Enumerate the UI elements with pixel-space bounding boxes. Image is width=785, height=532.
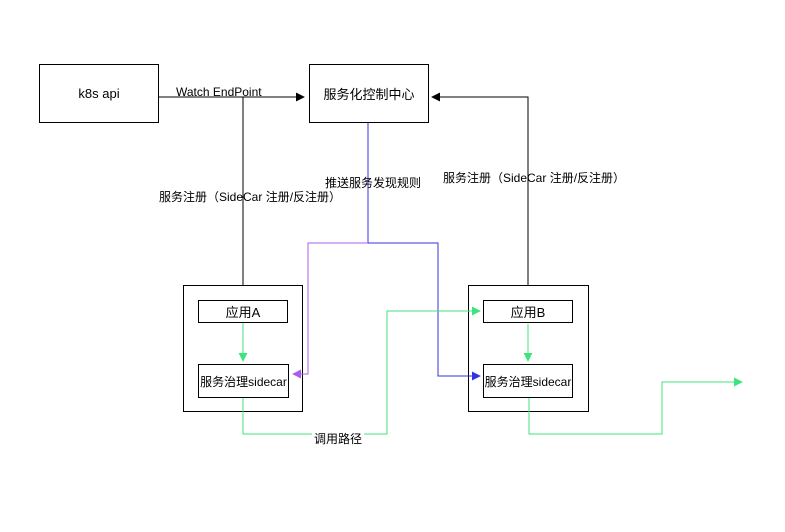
edge-label-call-path: 调用路径 (312, 430, 365, 447)
edge-label-register-right: 服务注册（SideCar 注册/反注册） (443, 171, 626, 185)
node-sidecar-a-label: 服务治理sidecar (200, 374, 287, 389)
node-sidecar-a: 服务治理sidecar (198, 364, 289, 398)
node-control-center: 服务化控制中心 (309, 64, 429, 123)
edge-label-watch-endpoint: Watch EndPoint (176, 85, 262, 99)
node-app-a-label: 应用A (225, 305, 261, 320)
node-control-center-label: 服务化控制中心 (323, 87, 415, 102)
node-sidecar-b-label: 服务治理sidecar (484, 374, 572, 389)
node-app-b-label: 应用B (510, 305, 546, 320)
edge-push-rules-to-sidecar-a (292, 242, 368, 379)
node-k8s-api: k8s api (39, 64, 159, 123)
edge-push-rules-to-sidecar-b (367, 123, 481, 381)
edge-label-push-rules: 推送服务发现规则 (325, 176, 422, 190)
edge-label-register-left: 服务注册（SideCar 注册/反注册） (159, 190, 342, 204)
node-app-a: 应用A (198, 300, 288, 323)
node-k8s-api-label: k8s api (78, 86, 120, 101)
node-sidecar-b: 服务治理sidecar (483, 364, 573, 398)
edge-register-b (431, 92, 529, 285)
node-app-b: 应用B (483, 300, 573, 323)
